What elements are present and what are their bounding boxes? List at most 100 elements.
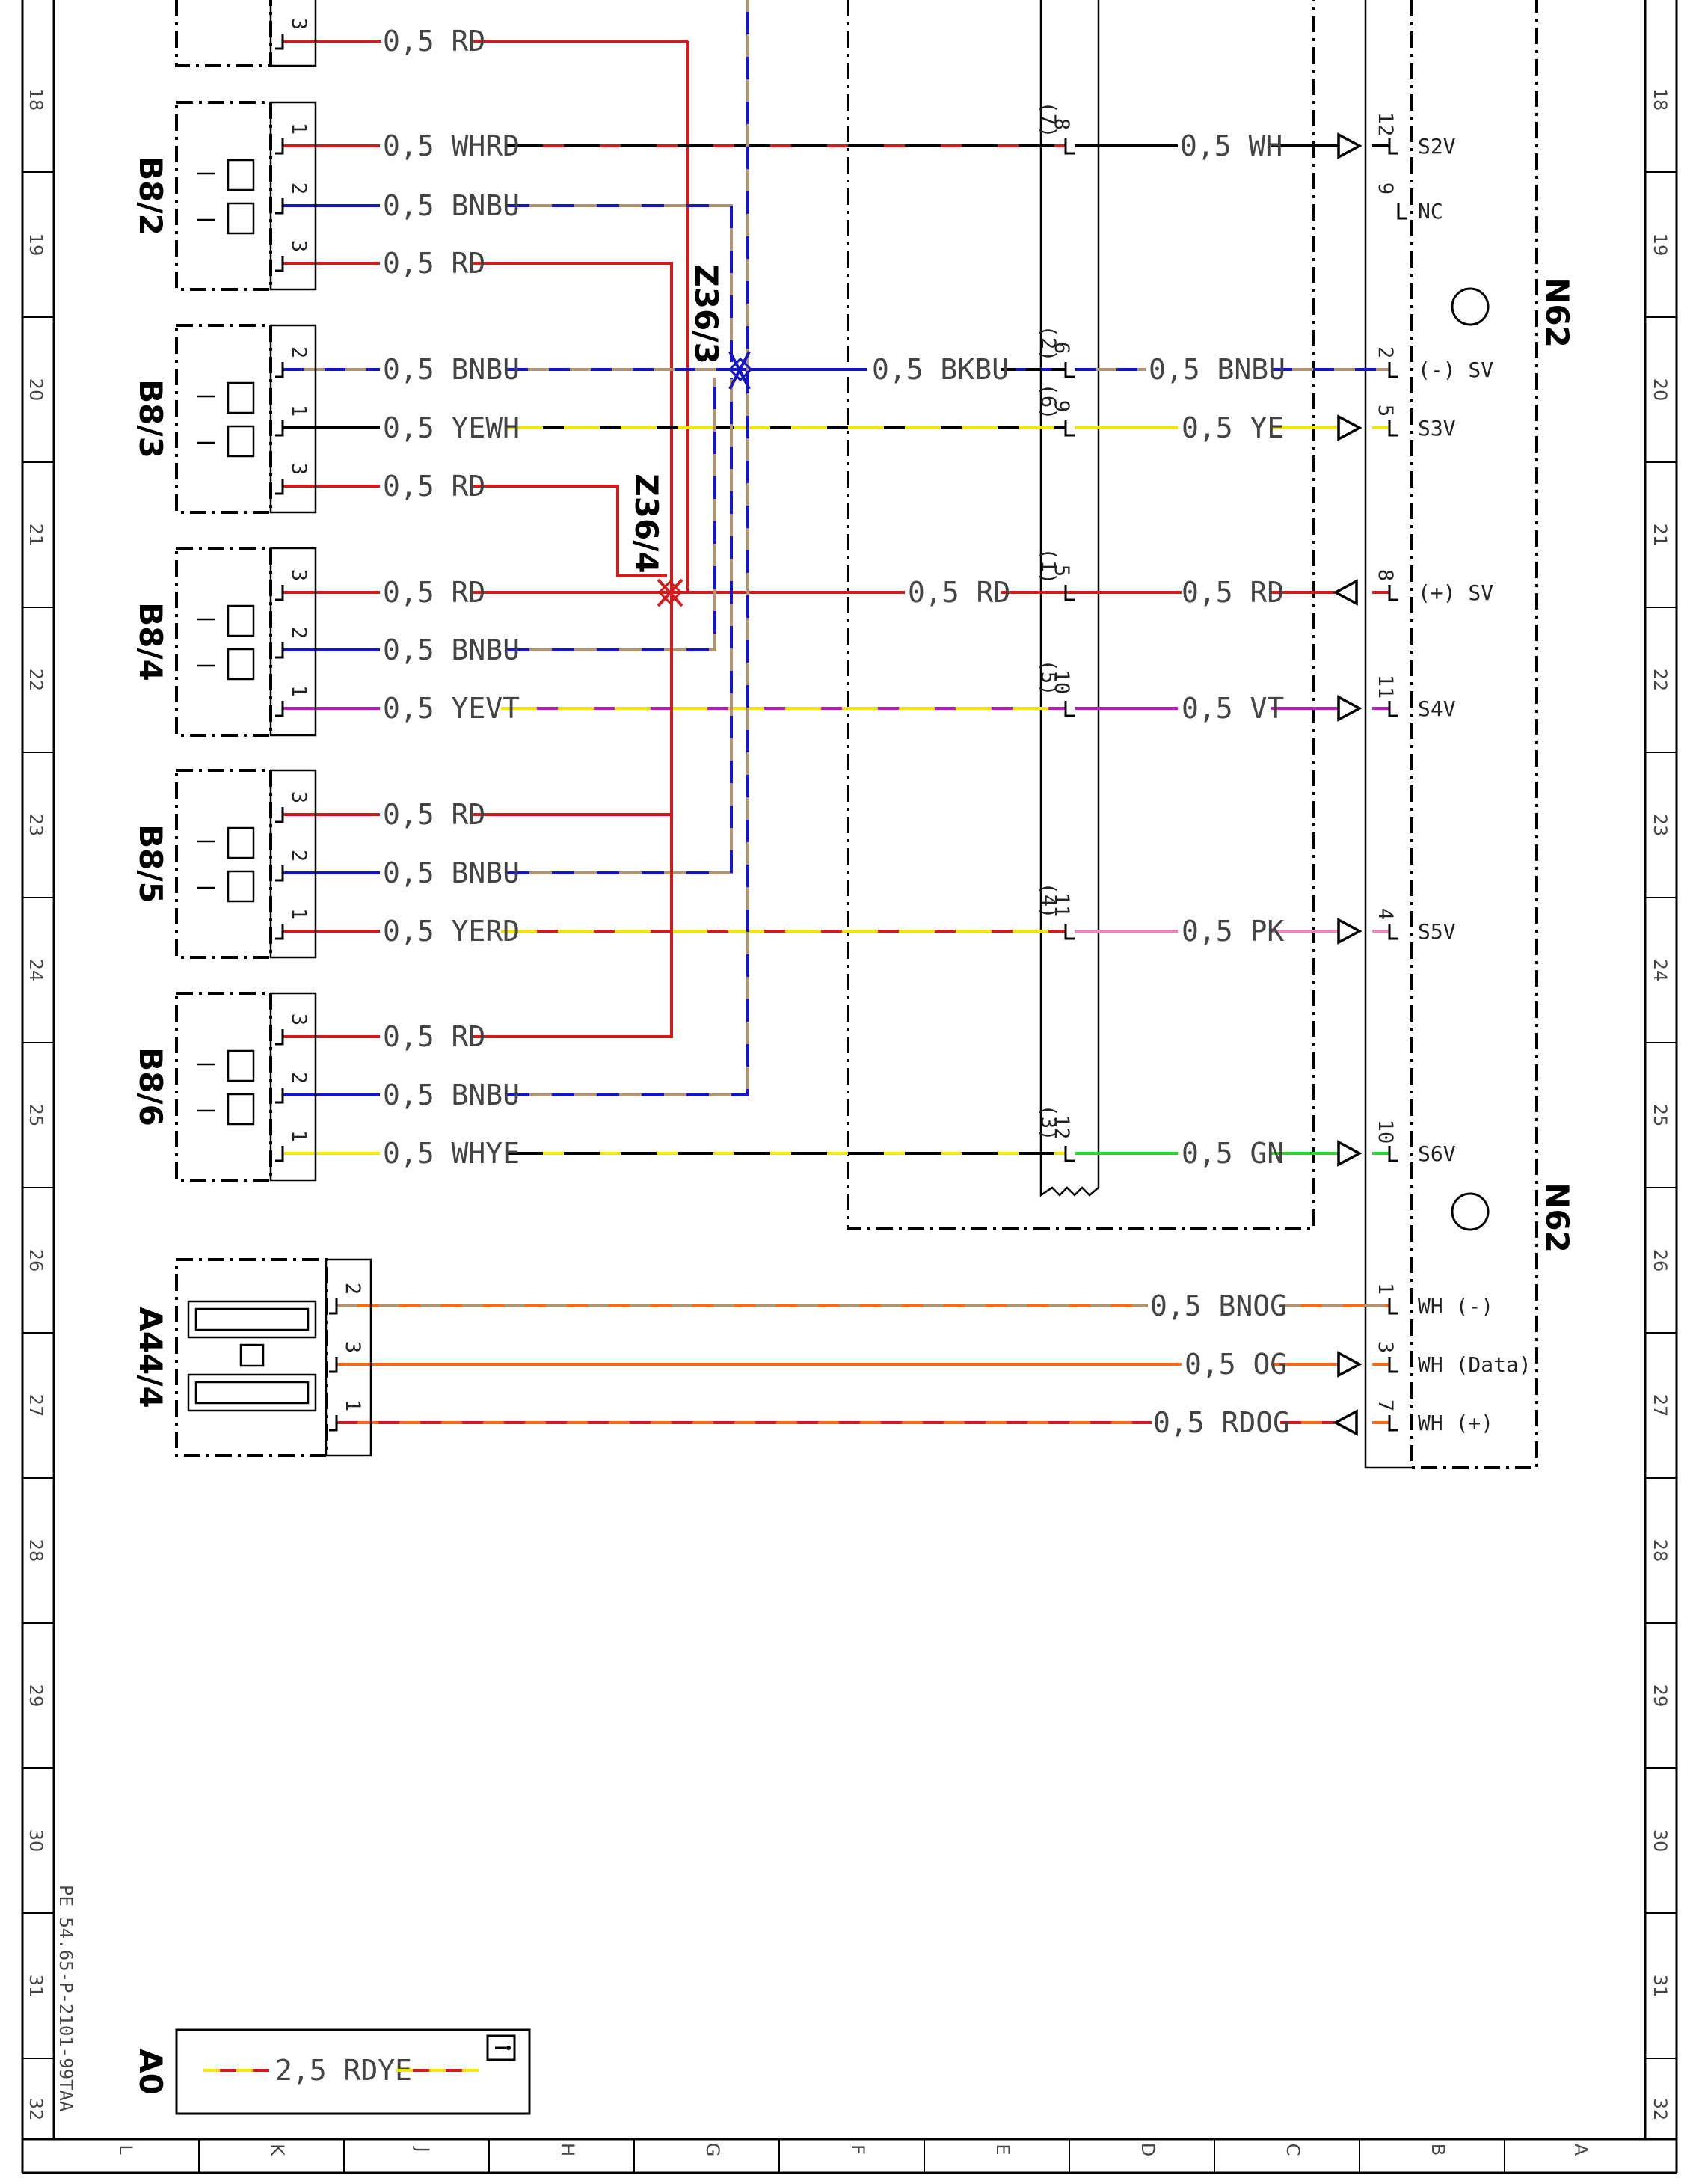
signal-names: S2V NC (-) SV S3V (+) SV S4V S5V S6V WH … <box>1418 134 1531 1435</box>
pin-number: 11 <box>1374 675 1397 699</box>
row-label: 24 <box>1650 959 1671 982</box>
col-label: K <box>267 2144 288 2156</box>
n62-symbols <box>1451 287 1490 1231</box>
splice-label-z36-4: Z36/4 <box>628 473 665 573</box>
pin-number: 5 <box>1374 405 1397 417</box>
row-label: 25 <box>1650 1104 1671 1127</box>
row-label: 24 <box>25 959 46 982</box>
pin-number: 12 <box>1374 112 1397 137</box>
signal-nc: NC <box>1418 199 1443 224</box>
wire-label: 0,5 RD <box>383 25 485 58</box>
splice-z36-3 <box>728 351 753 390</box>
row-label: 20 <box>25 378 46 402</box>
pin-number: 9 <box>1374 182 1397 194</box>
wire-labels: 0,5 RD 0,5 WHRD 0,5 BNBU 0,5 RD 0,5 BNBU… <box>383 25 1290 1439</box>
wire-label: 0,5 GN <box>1182 1137 1284 1170</box>
row-label: 26 <box>1650 1249 1671 1272</box>
wire-label: 0,5 YEVT <box>383 692 520 725</box>
wire-label: 0,5 BNBU <box>383 353 520 386</box>
signal-s4v: S4V <box>1418 696 1456 721</box>
document-reference: PE 54.65-P-2101-99TAA <box>55 1885 76 2112</box>
row-label: 18 <box>25 88 46 111</box>
pin-number: 2 <box>287 182 310 194</box>
row-label: 29 <box>25 1684 46 1708</box>
pin-number: (3) <box>1036 1105 1060 1141</box>
col-label: F <box>847 2144 868 2155</box>
row-label: 21 <box>25 524 46 547</box>
component-label-b8-3: B8/3 <box>132 379 169 458</box>
pin-number: 3 <box>287 18 310 30</box>
pin-number: 3 <box>287 1013 310 1025</box>
row-label: 22 <box>25 669 46 692</box>
component-label-a44-4: A44/4 <box>132 1307 169 1408</box>
col-label: D <box>1137 2143 1158 2156</box>
pin-number: 11 <box>1050 893 1073 918</box>
legend-wire-label: 2,5 RDYE <box>275 2054 412 2087</box>
pin-number: 2 <box>287 346 310 358</box>
wire-label: 0,5 RD <box>1182 576 1284 609</box>
col-label: A <box>1570 2144 1591 2156</box>
pin-number: 2 <box>341 1283 364 1295</box>
pin-number: 10 <box>1374 1120 1397 1144</box>
row-labels-right: 18 19 20 21 22 23 24 25 26 27 28 29 30 3… <box>1650 88 1671 2121</box>
direction-arrows <box>1333 132 1362 1436</box>
col-label: G <box>702 2143 723 2157</box>
pin-number: 10 <box>1050 670 1073 695</box>
signal-minus-sv: (-) SV <box>1418 358 1493 382</box>
pin-number: 4 <box>1374 908 1397 920</box>
pin-number: 12 <box>1050 1115 1073 1140</box>
row-label: 31 <box>25 1975 46 1998</box>
component-label-n62-bottom: N62 <box>1539 1183 1576 1253</box>
wire-label: 0,5 RD <box>908 576 1010 609</box>
signal-s2v: S2V <box>1418 134 1456 159</box>
row-label: 29 <box>1650 1684 1671 1708</box>
column-labels: L K J H G F E D C B A <box>115 2143 1591 2157</box>
sensor-symbols <box>197 159 255 1126</box>
pin-number: 7 <box>1374 1399 1397 1411</box>
signal-wh-data: WH (Data) <box>1418 1352 1531 1377</box>
component-label-a0: A0 <box>132 2049 169 2095</box>
wire-label: 0,5 VT <box>1182 692 1284 725</box>
wire-label: 0,5 WHRD <box>383 129 520 162</box>
wire-label: 0,5 RD <box>383 798 485 831</box>
component-label-b8-2: B8/2 <box>132 156 169 236</box>
row-label: 21 <box>1650 524 1671 547</box>
signal-s3v: S3V <box>1418 416 1456 441</box>
drawing-frame <box>21 0 1678 2174</box>
row-label: 19 <box>25 233 46 257</box>
wire-label: 0,5 BNBU <box>383 189 520 222</box>
pin-number: (7) <box>1036 102 1060 138</box>
pin-number: 1 <box>287 123 310 135</box>
row-label: 27 <box>1650 1394 1671 1417</box>
pin-number: (4) <box>1036 883 1060 919</box>
component-label-b8-4: B8/4 <box>132 602 169 681</box>
pin-number: 9 <box>1050 400 1073 412</box>
col-label: J <box>412 2145 433 2152</box>
wire-label: 0,5 BNBU <box>383 634 520 666</box>
row-label: 25 <box>25 1104 46 1127</box>
wire-label: 0,5 PK <box>1182 915 1284 948</box>
row-label: 18 <box>1650 88 1671 111</box>
pin-number: 2 <box>1374 346 1397 358</box>
signal-s5v: S5V <box>1418 919 1456 944</box>
wire-label: 0,5 YE <box>1182 411 1284 444</box>
pin-number: 3 <box>287 463 310 475</box>
wire-label: 0,5 RD <box>383 1020 485 1053</box>
wire-label: 0,5 WH <box>1180 129 1282 162</box>
row-label: 20 <box>1650 378 1671 402</box>
col-label: C <box>1282 2144 1303 2156</box>
component-label-b8-6: B8/6 <box>132 1047 169 1126</box>
pin-number: 3 <box>287 240 310 252</box>
row-label: 30 <box>1650 1829 1671 1853</box>
row-label: 27 <box>25 1394 46 1417</box>
signal-wh-plus: WH (+) <box>1418 1411 1493 1435</box>
row-label: 28 <box>25 1539 46 1562</box>
display-symbols <box>187 1300 317 1412</box>
row-label: 23 <box>25 814 46 837</box>
pin-number: 1 <box>287 685 310 697</box>
pin-number: 1 <box>287 908 310 920</box>
wire-label: 0,5 BNOG <box>1150 1289 1287 1322</box>
pin-number: 3 <box>341 1341 364 1353</box>
pin-number: 3 <box>287 569 310 581</box>
